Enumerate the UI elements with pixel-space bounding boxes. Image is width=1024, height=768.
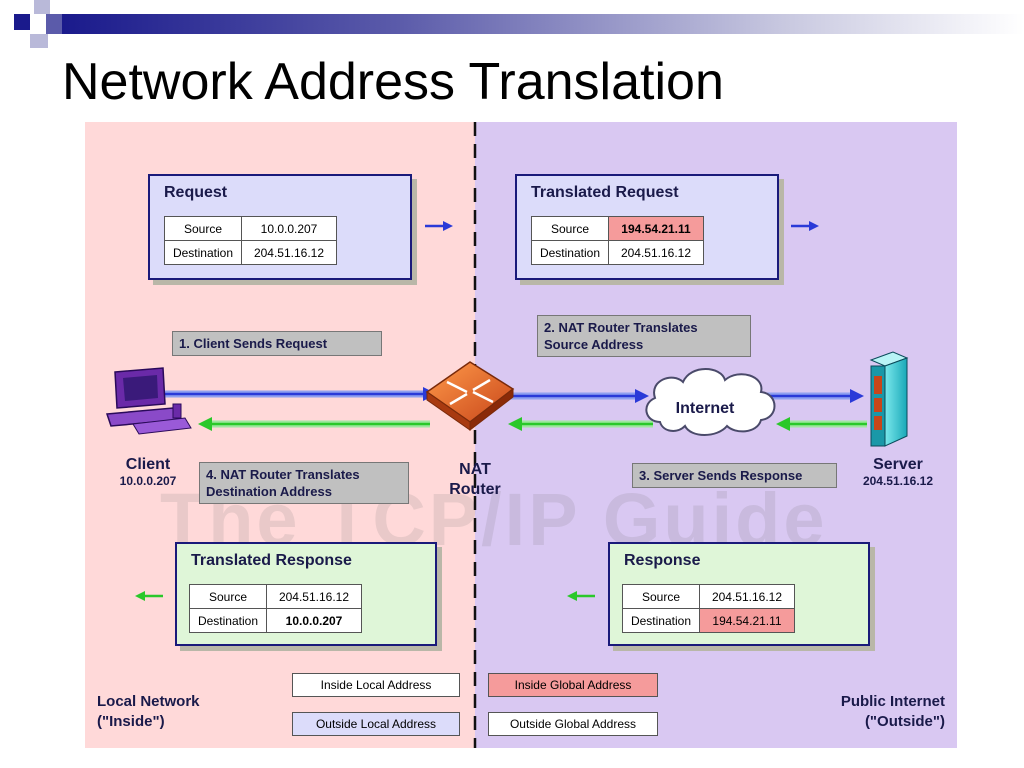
router-label-line2: Router [449, 481, 501, 498]
destination-label: Destination [164, 240, 242, 265]
step-4-line1: 4. NAT Router Translates [206, 467, 360, 482]
translated-request-packet: Translated Request Source 194.54.21.11 D… [515, 174, 779, 280]
client-computer-icon [105, 367, 192, 435]
request-packet: Request Source 10.0.0.207 Destination 20… [148, 174, 412, 280]
packet-title: Translated Request [531, 184, 679, 201]
response-packet: Response Source 204.51.16.12 Destination… [608, 542, 870, 646]
step-2-label: 2. NAT Router Translates Source Address [537, 315, 751, 357]
source-row: Source 204.51.16.12 [189, 584, 362, 609]
nat-diagram: The TCP/IP Guide [85, 122, 957, 748]
client-label: Client 10.0.0.207 [103, 456, 193, 488]
packet-direction-arrows [135, 221, 819, 601]
public-internet-label: Public Internet ("Outside") [841, 692, 945, 732]
legend-outside-global: Outside Global Address [488, 712, 658, 736]
source-value: 204.51.16.12 [266, 584, 362, 609]
internet-label: Internet [675, 400, 735, 417]
source-label: Source [622, 584, 700, 609]
router-label-line1: NAT [459, 461, 491, 478]
destination-value: 10.0.0.207 [266, 608, 362, 633]
destination-label: Destination [531, 240, 609, 265]
legend-outside-local: Outside Local Address [292, 712, 460, 736]
slide-title: Network Address Translation [62, 53, 724, 111]
legend-inside-local: Inside Local Address [292, 673, 460, 697]
server-label: Server 204.51.16.12 [843, 456, 953, 488]
destination-row: Destination 204.51.16.12 [164, 240, 337, 265]
step-2-line2: Source Address [544, 337, 644, 352]
title-gradient-bar [62, 14, 1024, 34]
packet-address-table: Source 204.51.16.12 Destination 10.0.0.2… [189, 584, 362, 633]
client-ip: 10.0.0.207 [119, 474, 177, 488]
local-network-line2: ("Inside") [97, 713, 165, 730]
destination-row: Destination 194.54.21.11 [622, 608, 795, 633]
step-4-label: 4. NAT Router Translates Destination Add… [199, 462, 409, 504]
step-1-label: 1. Client Sends Request [172, 331, 382, 356]
server-ip: 204.51.16.12 [862, 474, 934, 488]
destination-label: Destination [189, 608, 267, 633]
server-icon [869, 351, 909, 447]
public-internet-line1: Public Internet [840, 693, 945, 710]
packet-address-table: Source 10.0.0.207 Destination 204.51.16.… [164, 216, 337, 265]
internet-cloud-icon [645, 368, 776, 436]
legend-inside-global: Inside Global Address [488, 673, 658, 697]
destination-label: Destination [622, 608, 700, 633]
destination-row: Destination 204.51.16.12 [531, 240, 704, 265]
diagram-graphics [105, 122, 909, 748]
source-value: 204.51.16.12 [699, 584, 795, 609]
local-network-label: Local Network ("Inside") [97, 692, 200, 732]
destination-value: 204.51.16.12 [608, 240, 704, 265]
packet-title: Request [164, 184, 228, 201]
public-internet-line2: ("Outside") [864, 713, 945, 730]
response-flow-arrow [198, 417, 867, 431]
destination-value: 194.54.21.11 [699, 608, 795, 633]
source-label: Source [531, 216, 609, 241]
request-flow-arrow [160, 387, 864, 403]
step-4-line2: Destination Address [206, 484, 332, 499]
source-row: Source 194.54.21.11 [531, 216, 704, 241]
destination-value: 204.51.16.12 [241, 240, 337, 265]
packet-address-table: Source 204.51.16.12 Destination 194.54.2… [622, 584, 795, 633]
step-2-line1: 2. NAT Router Translates [544, 320, 698, 335]
packet-address-table: Source 194.54.21.11 Destination 204.51.1… [531, 216, 704, 265]
destination-row: Destination 10.0.0.207 [189, 608, 362, 633]
nat-router-icon [425, 361, 515, 432]
source-label: Source [189, 584, 267, 609]
corner-squares-decoration [0, 0, 62, 62]
source-row: Source 10.0.0.207 [164, 216, 337, 241]
source-value: 194.54.21.11 [608, 216, 704, 241]
packet-title: Translated Response [191, 552, 352, 569]
source-value: 10.0.0.207 [241, 216, 337, 241]
translated-response-packet: Translated Response Source 204.51.16.12 … [175, 542, 437, 646]
local-network-line1: Local Network [97, 693, 200, 710]
router-label: NAT Router [425, 460, 525, 500]
step-3-label: 3. Server Sends Response [632, 463, 837, 488]
source-row: Source 204.51.16.12 [622, 584, 795, 609]
server-name: Server [873, 456, 923, 473]
source-label: Source [164, 216, 242, 241]
client-name: Client [125, 456, 171, 473]
packet-title: Response [624, 552, 701, 569]
